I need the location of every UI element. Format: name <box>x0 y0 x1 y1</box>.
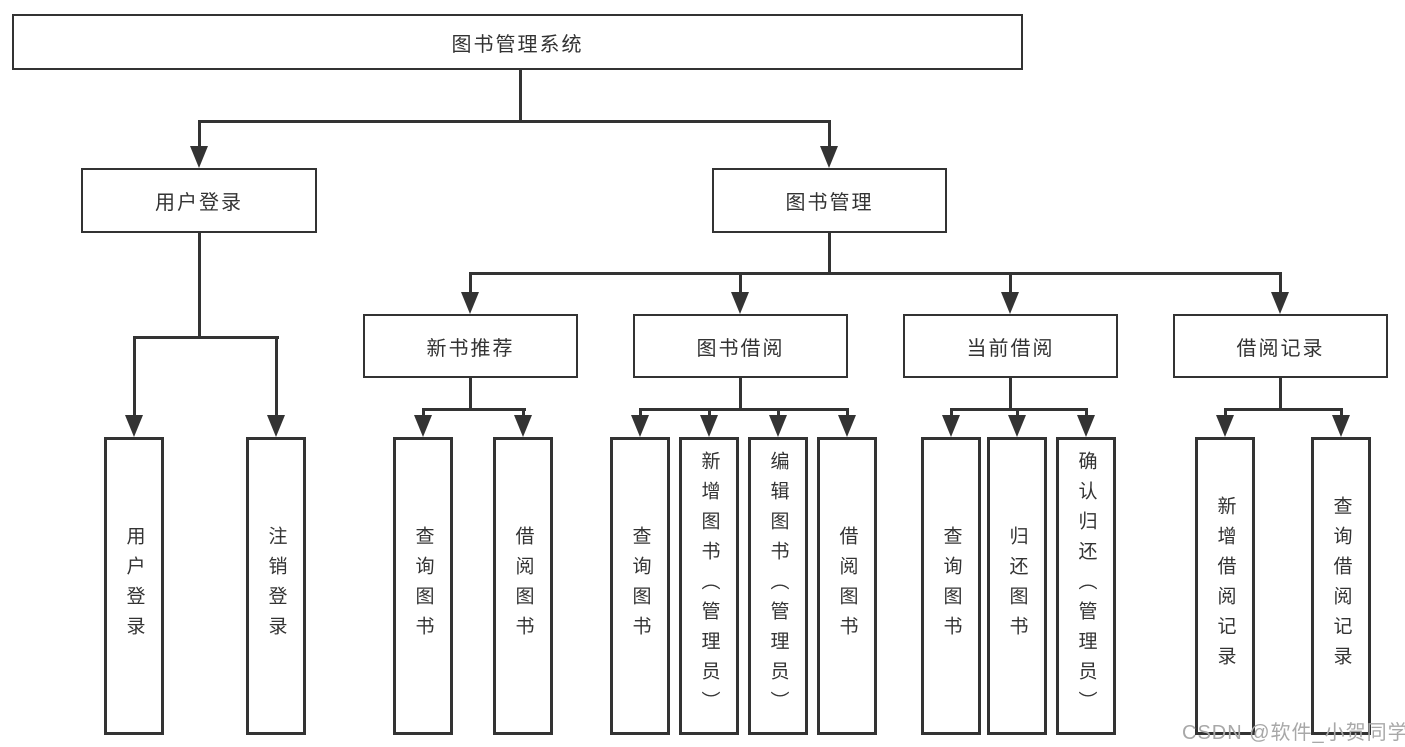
leaf-label: 借阅图书 <box>512 526 534 646</box>
connector-borrowrecord-drop1 <box>1224 408 1227 419</box>
node-label: 当前借阅 <box>966 337 1055 360</box>
leaf-label: 查询图书 <box>940 526 962 646</box>
leaf-confirm-return-admin: 确认归还（管理员） <box>1056 437 1116 735</box>
connector-bookborrow-drop3 <box>777 408 780 419</box>
connector-level3-bus <box>469 272 1282 275</box>
connector-borrowrecord-bus <box>1224 408 1343 411</box>
connector-borrowrecord-stem <box>1279 378 1282 411</box>
arrow-down <box>1001 292 1019 314</box>
connector-userlogin-stem <box>198 233 201 339</box>
node-book-borrow: 图书借阅 <box>633 314 848 378</box>
arrow-down <box>414 415 432 437</box>
connector-userlogin-bus <box>133 336 279 339</box>
node-current-borrow: 当前借阅 <box>903 314 1118 378</box>
leaf-label: 注销登录 <box>265 526 287 646</box>
node-root-system: 图书管理系统 <box>12 14 1023 70</box>
leaf-label: 查询借阅记录 <box>1330 496 1352 676</box>
arrow-down <box>820 146 838 168</box>
leaf-label: 归还图书 <box>1006 526 1028 646</box>
arrow-down <box>731 292 749 314</box>
connector-newbookrec-stem <box>469 378 472 411</box>
leaf-borrow-book: 借阅图书 <box>817 437 877 735</box>
connector-newbookrec-bus <box>422 408 526 411</box>
arrow-down <box>125 415 143 437</box>
connector-bookborrow-bus <box>639 408 849 411</box>
connector-root-drop-left <box>198 120 201 148</box>
connector-level3-drop2 <box>739 272 742 294</box>
connector-newbookrec-drop2 <box>522 408 525 419</box>
node-label: 图书借阅 <box>696 337 785 360</box>
leaf-query-book-recommend: 查询图书 <box>393 437 453 735</box>
connector-bookborrow-drop4 <box>846 408 849 419</box>
connector-borrowrecord-drop2 <box>1340 408 1343 419</box>
arrow-down <box>1008 415 1026 437</box>
node-label: 图书管理系统 <box>451 33 584 56</box>
arrow-down <box>1077 415 1095 437</box>
connector-root-drop-right <box>828 120 831 148</box>
node-new-book-recommend: 新书推荐 <box>363 314 578 378</box>
connector-currentborrow-drop1 <box>950 408 953 419</box>
leaf-logout: 注销登录 <box>246 437 306 735</box>
arrow-down <box>190 146 208 168</box>
leaf-label: 查询图书 <box>629 526 651 646</box>
connector-currentborrow-bus <box>950 408 1088 411</box>
arrow-down <box>700 415 718 437</box>
leaf-label: 借阅图书 <box>836 526 858 646</box>
leaf-query-book-borrow: 查询图书 <box>610 437 670 735</box>
connector-bookborrow-drop1 <box>639 408 642 419</box>
arrow-down <box>1271 292 1289 314</box>
leaf-borrow-book-recommend: 借阅图书 <box>493 437 553 735</box>
node-borrow-record: 借阅记录 <box>1173 314 1388 378</box>
node-user-login: 用户登录 <box>81 168 317 233</box>
node-book-management: 图书管理 <box>712 168 947 233</box>
node-label: 用户登录 <box>155 192 243 214</box>
leaf-label: 编辑图书（管理员） <box>767 451 789 721</box>
connector-newbookrec-drop1 <box>422 408 425 419</box>
arrow-down <box>631 415 649 437</box>
arrow-down <box>838 415 856 437</box>
leaf-user-login: 用户登录 <box>104 437 164 735</box>
arrow-down <box>267 415 285 437</box>
connector-currentborrow-stem <box>1009 378 1012 411</box>
leaf-query-borrow-record: 查询借阅记录 <box>1311 437 1371 735</box>
arrow-down <box>942 415 960 437</box>
connector-level3-drop4 <box>1279 272 1282 294</box>
leaf-edit-book-admin: 编辑图书（管理员） <box>748 437 808 735</box>
leaf-add-borrow-record: 新增借阅记录 <box>1195 437 1255 735</box>
arrow-down <box>1332 415 1350 437</box>
arrow-down <box>514 415 532 437</box>
connector-currentborrow-drop2 <box>1016 408 1019 419</box>
leaf-label: 新增图书（管理员） <box>698 451 720 721</box>
leaf-query-book-current: 查询图书 <box>921 437 981 735</box>
connector-bookborrow-stem <box>739 378 742 411</box>
node-label: 新书推荐 <box>426 337 515 360</box>
connector-level3-drop3 <box>1009 272 1012 294</box>
connector-userlogin-drop1 <box>133 336 136 417</box>
connector-root-bus <box>198 120 831 123</box>
arrow-down <box>769 415 787 437</box>
arrow-down <box>461 292 479 314</box>
connector-currentborrow-drop3 <box>1085 408 1088 419</box>
connector-bookborrow-drop2 <box>708 408 711 419</box>
connector-userlogin-drop2 <box>275 336 278 417</box>
connector-bookmanage-stem <box>828 233 831 274</box>
leaf-label: 确认归还（管理员） <box>1075 451 1097 721</box>
leaf-label: 查询图书 <box>412 526 434 646</box>
node-label: 图书管理 <box>785 192 874 214</box>
leaf-add-book-admin: 新增图书（管理员） <box>679 437 739 735</box>
leaf-label: 用户登录 <box>123 526 145 646</box>
connector-root-stem <box>519 70 522 123</box>
csdn-watermark: CSDN @软件_小贺同学 <box>1182 722 1405 744</box>
connector-level3-drop1 <box>469 272 472 294</box>
leaf-return-book: 归还图书 <box>987 437 1047 735</box>
arrow-down <box>1216 415 1234 437</box>
node-label: 借阅记录 <box>1236 337 1325 360</box>
leaf-label: 新增借阅记录 <box>1214 496 1236 676</box>
